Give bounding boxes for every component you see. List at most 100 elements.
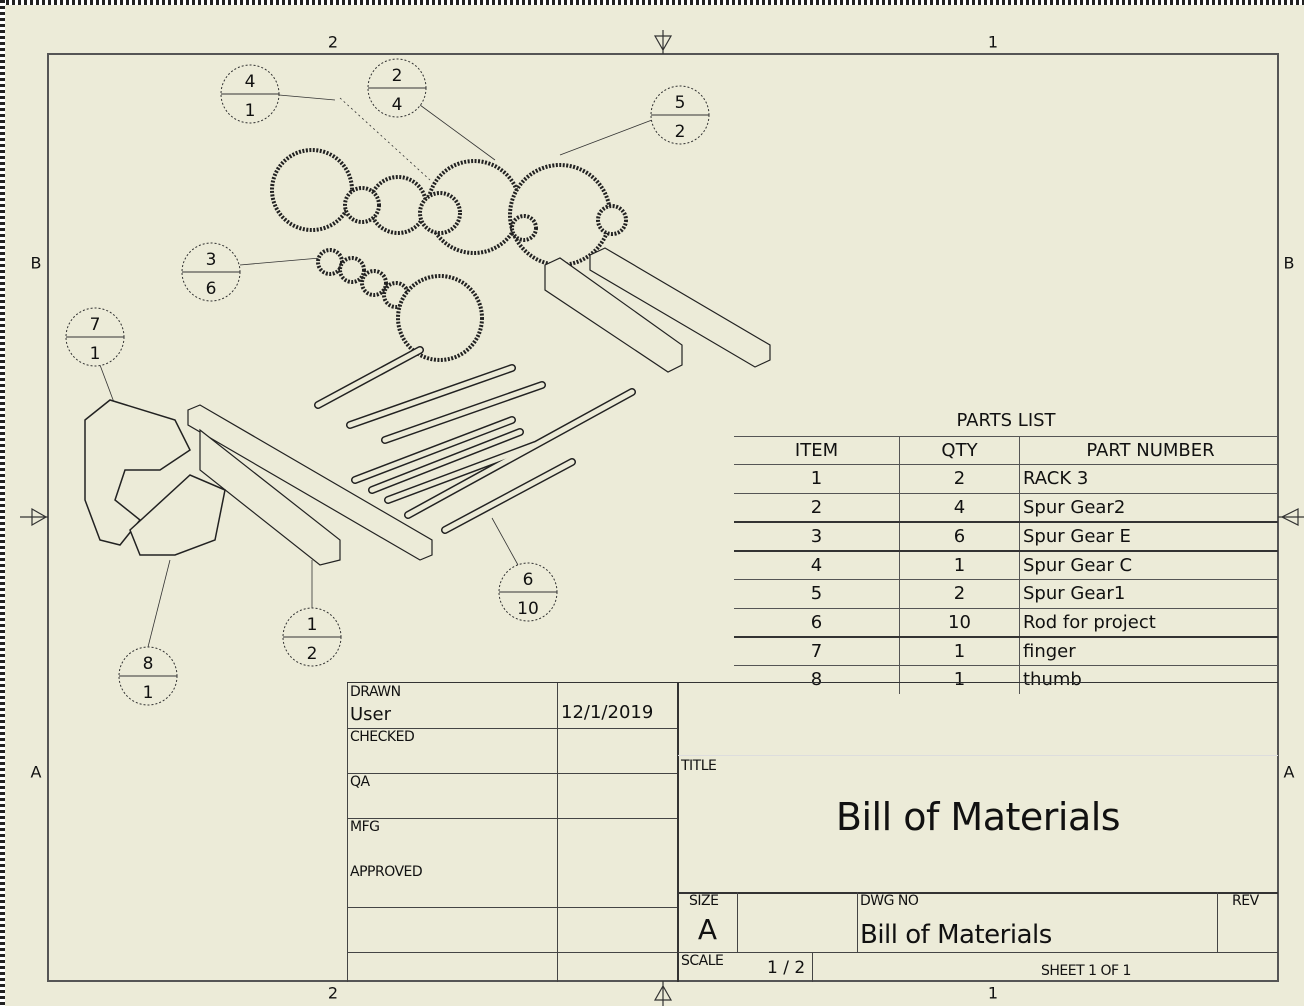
balloon-qty: 10 [517, 599, 539, 619]
divider [347, 683, 348, 982]
qa-label: QA [350, 774, 370, 790]
title-block: DRAWN User 12/1/2019 CHECKED QA MFG APPR… [347, 682, 1278, 982]
rack [199, 428, 341, 566]
qty-cell: 1 [900, 666, 1020, 694]
rack [187, 404, 433, 561]
part-number-cell: thumb [1023, 669, 1082, 691]
balloon-qty: 6 [206, 279, 217, 299]
divider [737, 892, 738, 952]
checked-label: CHECKED [350, 729, 415, 745]
qty-cell: 2 [900, 465, 1020, 493]
item-cell: 2 [734, 493, 900, 521]
balloon-qty: 1 [245, 101, 256, 121]
zone-label: A [1283, 762, 1295, 782]
balloon-item: 5 [675, 93, 686, 113]
balloon-qty: 1 [143, 683, 154, 703]
center-marker-bottom [653, 981, 673, 1006]
gear [343, 186, 381, 224]
center-marker-top [653, 30, 673, 54]
leader-lines [99, 94, 653, 648]
dwg-no-label: DWG NO [860, 893, 919, 909]
item-cell: 8 [734, 666, 900, 694]
gear [338, 256, 366, 284]
window-border-top [0, 0, 1304, 5]
balloon-qty: 2 [307, 644, 318, 664]
scale-label: SCALE [681, 953, 724, 969]
header-item: ITEM [734, 437, 900, 465]
balloon-item: 4 [245, 72, 256, 92]
rack [589, 247, 771, 368]
zone-label: A [30, 762, 42, 782]
drawn-by: User [350, 704, 392, 725]
gear [418, 191, 462, 235]
part-number-cell: Spur Gear E [1023, 525, 1131, 547]
rods-inner [315, 347, 635, 533]
rev-label: REV [1232, 893, 1259, 909]
qty-cell: 1 [900, 638, 1020, 666]
balloon-qty: 1 [90, 344, 101, 364]
gear [396, 274, 484, 362]
balloon-dividers [66, 87, 709, 677]
finger [84, 399, 191, 546]
dwg-no-value: Bill of Materials [860, 920, 1052, 950]
mfg-label: MFG [350, 819, 380, 835]
size-label: SIZE [689, 893, 719, 909]
item-cell: 1 [734, 465, 900, 493]
drawing-title: Bill of Materials [835, 795, 1121, 839]
zone-label: B [1283, 253, 1295, 273]
item-cell: 3 [734, 522, 900, 551]
divider [347, 907, 677, 908]
zone-label: 2 [327, 32, 339, 52]
scale-value: 1 / 2 [767, 958, 806, 978]
balloon-item: 7 [90, 315, 101, 335]
balloon-qty: 2 [675, 122, 686, 142]
divider [1217, 892, 1218, 952]
balloon-text: 4 1 2 4 5 2 3 6 7 1 6 10 1 2 8 1 [90, 66, 686, 703]
thumb [129, 474, 226, 556]
item-cell: 4 [734, 552, 900, 580]
item-cell: 5 [734, 580, 900, 608]
balloons [65, 58, 710, 706]
divider [347, 818, 677, 819]
zone-label: 2 [327, 983, 339, 1003]
balloon-item: 6 [523, 570, 534, 590]
header-part-number: PART NUMBER [1086, 440, 1215, 461]
parts-list-header: ITEM QTY PART NUMBER [734, 436, 1278, 465]
balloon-item: 2 [392, 66, 403, 86]
header-qty: QTY [900, 437, 1020, 465]
qty-cell: 10 [900, 608, 1020, 637]
gear [316, 248, 344, 276]
divider [678, 892, 1278, 894]
qty-cell: 1 [900, 552, 1020, 580]
part-number-cell: finger [1023, 641, 1076, 663]
rack [544, 257, 683, 373]
item-cell: 7 [734, 638, 900, 666]
title-label: TITLE [681, 758, 717, 774]
part-number-cell: Spur Gear C [1023, 555, 1133, 577]
zone-label: 1 [987, 32, 999, 52]
gear [596, 204, 628, 236]
divider [347, 728, 677, 729]
divider [347, 952, 677, 953]
qty-cell: 6 [900, 522, 1020, 551]
divider [557, 683, 558, 982]
part-number-cell: RACK 3 [1023, 468, 1089, 490]
drawn-date: 12/1/2019 [561, 702, 654, 723]
racks [187, 247, 771, 566]
item-cell: 6 [734, 608, 900, 637]
sheet-value: SHEET 1 OF 1 [1041, 963, 1131, 979]
divider [347, 773, 677, 774]
divider [678, 952, 1278, 953]
window-border-left [0, 0, 5, 1006]
gear [510, 214, 538, 242]
